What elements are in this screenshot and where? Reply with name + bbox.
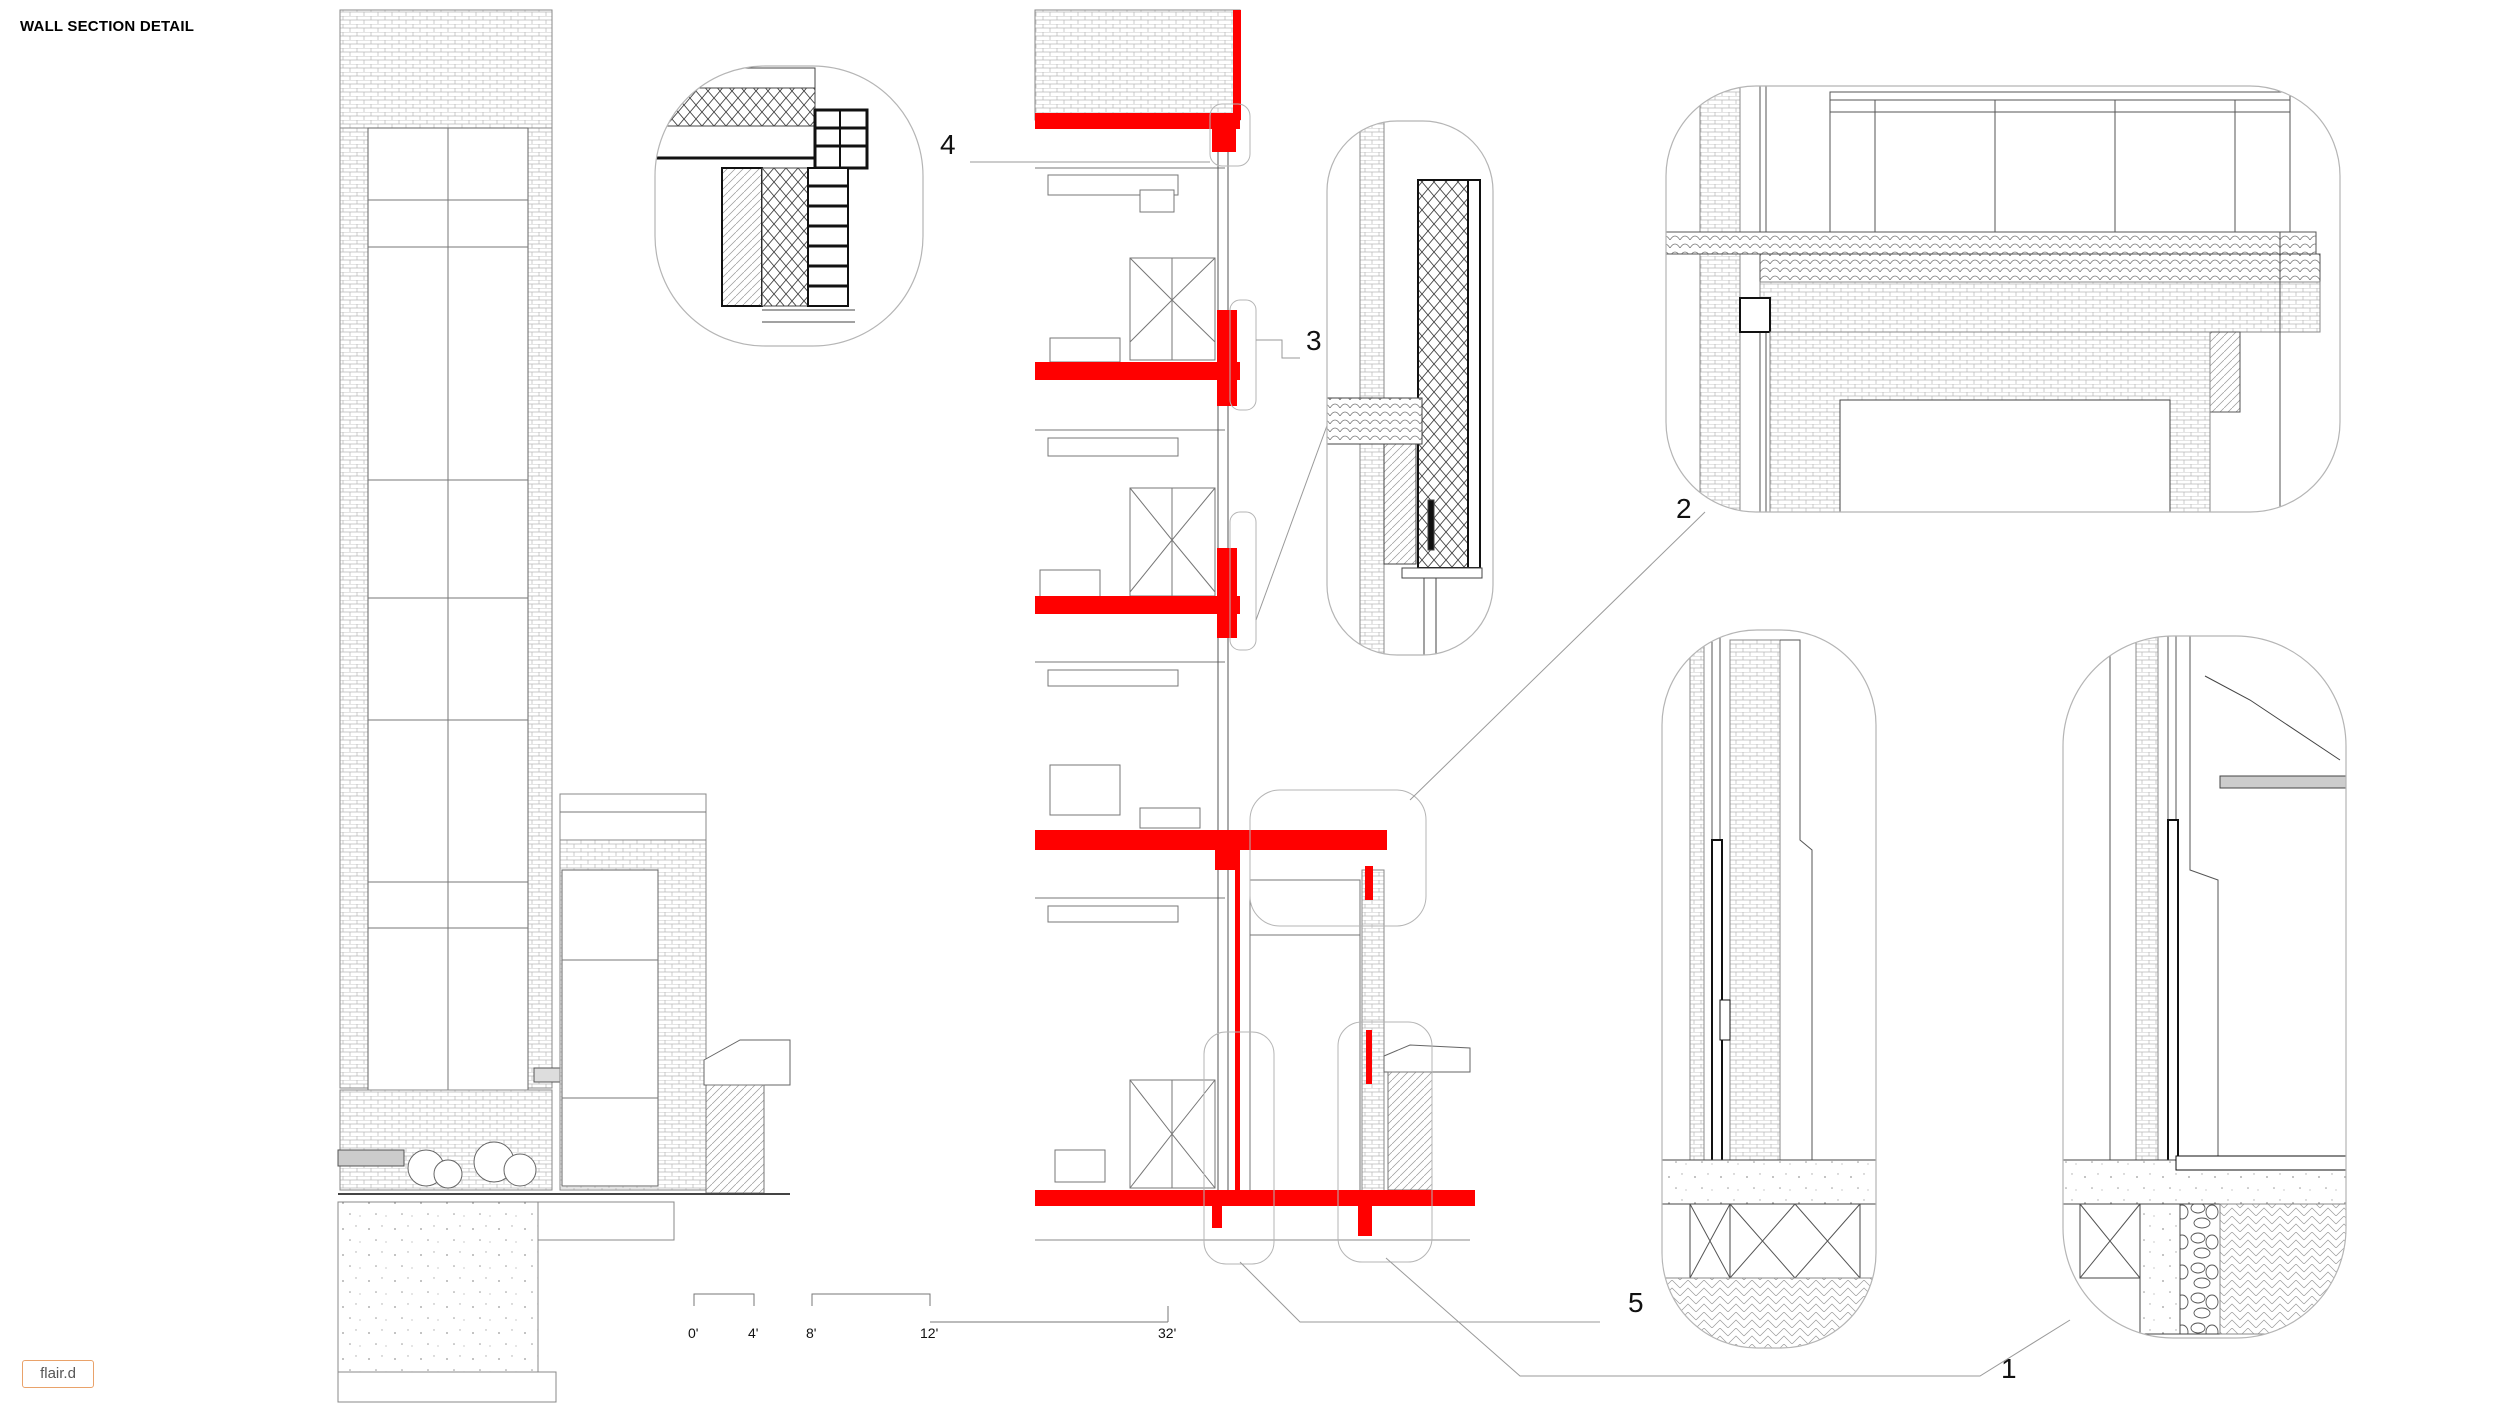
page-title: WALL SECTION DETAIL [20,18,195,35]
red-slab-highlights [1035,10,1475,1236]
detail-1 [2062,635,2347,1339]
building-elevation [337,9,791,1403]
brand-logo: flair.d [22,1360,94,1388]
leader-lines [970,161,2071,1377]
callout-1: 1 [2001,1353,2017,1384]
section-reference-bubbles [1203,103,1433,1265]
detail-3 [1326,120,1494,656]
scale-label-0: 0' [688,1325,698,1341]
scale-label-4: 4' [748,1325,758,1341]
callout-5: 5 [1628,1287,1644,1318]
scale-bar [693,1293,1169,1323]
detail-5 [1661,629,1877,1349]
main-wall-section [1034,9,1471,1241]
scale-label-32: 32' [1158,1325,1176,1341]
callout-3: 3 [1306,325,1322,356]
callout-2: 2 [1676,493,1692,524]
detail-4 [654,65,924,347]
callout-4: 4 [940,129,956,160]
detail-2 [1665,85,2341,513]
scale-label-12: 12' [920,1325,938,1341]
scale-label-8: 8' [806,1325,816,1341]
